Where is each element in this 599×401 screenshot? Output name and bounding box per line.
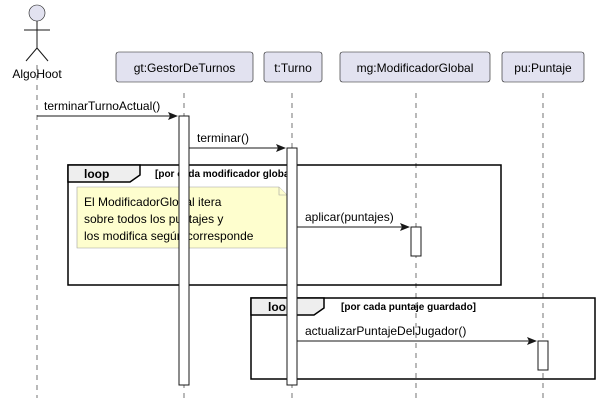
arrow-head xyxy=(168,112,178,120)
arrow-head xyxy=(276,144,286,152)
participant-puntaje: pu:Puntaje xyxy=(501,51,585,83)
message-actualizar-puntaje: actualizarPuntajeDelJugador() xyxy=(297,324,537,345)
loop-keyword: loop xyxy=(84,167,109,181)
participant-box xyxy=(339,51,491,83)
participant-gestor-de-turnos: gt:GestorDeTurnos xyxy=(115,51,254,83)
actor-head xyxy=(28,4,46,22)
note-line: los modifica según corresponde xyxy=(84,229,254,243)
activation-modificador-global xyxy=(410,226,422,257)
participant-box xyxy=(501,51,585,83)
arrow-head xyxy=(527,337,537,345)
participant-box xyxy=(115,51,254,83)
loop-condition: [por cada puntaje guardado] xyxy=(341,302,476,313)
participant-label: t:Turno xyxy=(274,61,312,75)
loop-tab xyxy=(67,164,141,183)
participant-label: pu:Puntaje xyxy=(514,61,572,75)
loop-condition: [por cada modificador global] xyxy=(155,169,296,180)
participant-modificador-global: mg:ModificadorGlobal xyxy=(339,51,491,83)
message-label: aplicar(puntajes) xyxy=(305,210,394,224)
note-fold xyxy=(278,187,287,196)
loop-frame xyxy=(250,297,596,380)
message-aplicar: aplicar(puntajes) xyxy=(297,210,410,231)
loop-frame-modificadores: loop [por cada modificador global] xyxy=(67,164,502,286)
message-label: actualizarPuntajeDelJugador() xyxy=(305,324,466,338)
message-terminar-turno-actual: terminarTurnoActual() xyxy=(37,99,178,120)
actor-name: AlgoHoot xyxy=(12,67,62,81)
activation-gestor-de-turnos xyxy=(178,115,190,386)
message-label: terminarTurnoActual() xyxy=(44,99,160,113)
actor-algohoot: AlgoHoot xyxy=(12,4,62,81)
activation-puntaje xyxy=(537,340,549,371)
loop-frame xyxy=(67,164,502,286)
participant-box xyxy=(263,51,323,83)
activation-turno xyxy=(286,147,298,386)
message-terminar: terminar() xyxy=(189,131,286,152)
participant-label: mg:ModificadorGlobal xyxy=(357,61,474,75)
arrow-head xyxy=(400,223,410,231)
participant-turno: t:Turno xyxy=(263,51,323,83)
actor-leg-left xyxy=(25,47,38,62)
actor-leg-right xyxy=(36,47,49,62)
note-line: El ModificadorGlobal itera xyxy=(84,195,222,209)
note-line: sobre todos los puntajes y xyxy=(84,212,223,226)
message-label: terminar() xyxy=(197,131,249,145)
participant-label: gt:GestorDeTurnos xyxy=(134,61,236,75)
